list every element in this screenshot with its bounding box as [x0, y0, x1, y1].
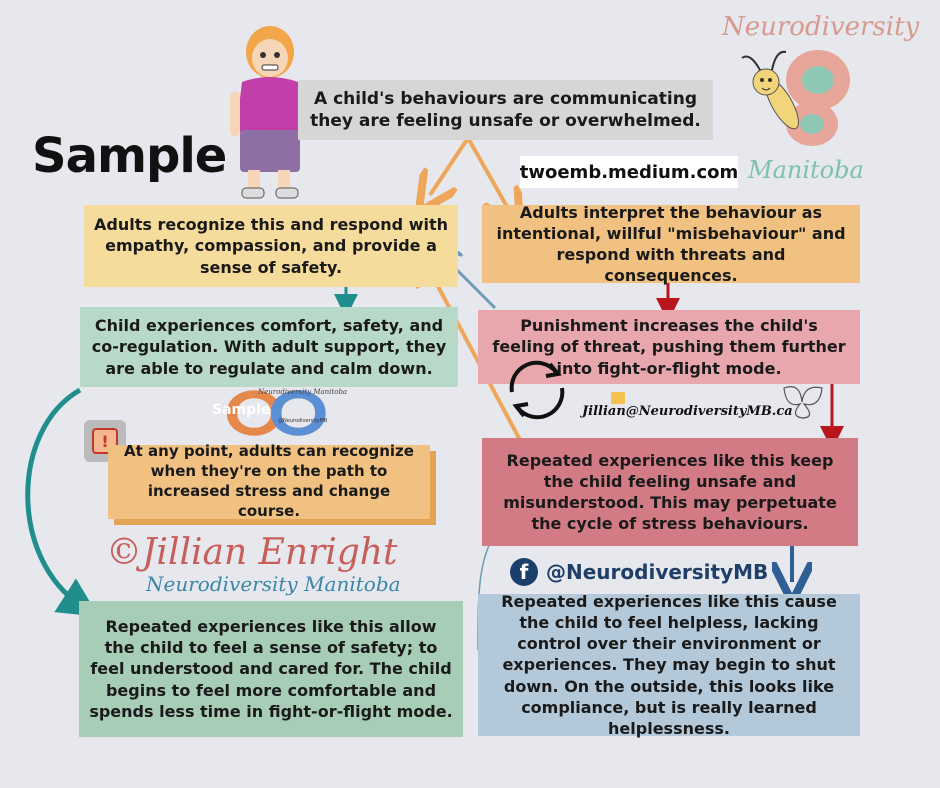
box-right-learned-helplessness: Repeated experiences like this cause the… — [478, 592, 860, 738]
box-note-change-course: At any point, adults can recognize when … — [108, 442, 430, 520]
signature-name: ©Jillian Enright — [106, 532, 398, 573]
brand-top-word: Neurodiversity — [722, 12, 920, 42]
email-address[interactable]: Jillian@NeurodiversityMB.ca — [582, 404, 793, 419]
cycle-arrows-icon — [500, 352, 574, 426]
exclamation-icon: ! — [84, 420, 126, 462]
brand-bottom-word: Manitoba — [748, 156, 864, 184]
box-right-stress-cycle: Repeated experiences like this keep the … — [482, 438, 858, 546]
butterfly-illustration — [736, 42, 856, 152]
arrow-return-orange — [425, 262, 522, 441]
box-left-respond-empathy: Adults recognize this and respond with e… — [84, 205, 458, 287]
badge-handle: @NeurodiversityMB — [278, 418, 328, 424]
email-icon — [611, 392, 625, 404]
website-link[interactable]: twoemb.medium.com — [520, 156, 738, 188]
sample-badge: Sample Neurodiversity Manitoba @Neurodiv… — [200, 384, 348, 442]
facebook-icon[interactable]: f — [510, 558, 538, 586]
page-title: Sample — [32, 128, 227, 184]
top-box: A child's behaviours are communicating t… — [298, 80, 713, 140]
butterfly-outline-icon — [780, 382, 826, 422]
signature-org: Neurodiversity Manitoba — [146, 572, 401, 596]
box-right-punishment: Punishment increases the child's feeling… — [478, 310, 860, 384]
box-left-comfort: Child experiences comfort, safety, and c… — [80, 307, 458, 387]
badge-arc-text: Neurodiversity Manitoba — [258, 388, 348, 396]
arrow-top-to-left — [430, 136, 470, 195]
arrow-left2-to-left3 — [25, 387, 99, 617]
arrow-top-to-right — [466, 137, 510, 212]
box-left-safety-outcome: Repeated experiences like this allow the… — [79, 601, 463, 737]
facebook-handle[interactable]: @NeurodiversityMB — [546, 560, 769, 584]
badge-word: Sample — [212, 402, 271, 418]
box-right-misbehaviour: Adults interpret the behaviour as intent… — [482, 203, 860, 285]
